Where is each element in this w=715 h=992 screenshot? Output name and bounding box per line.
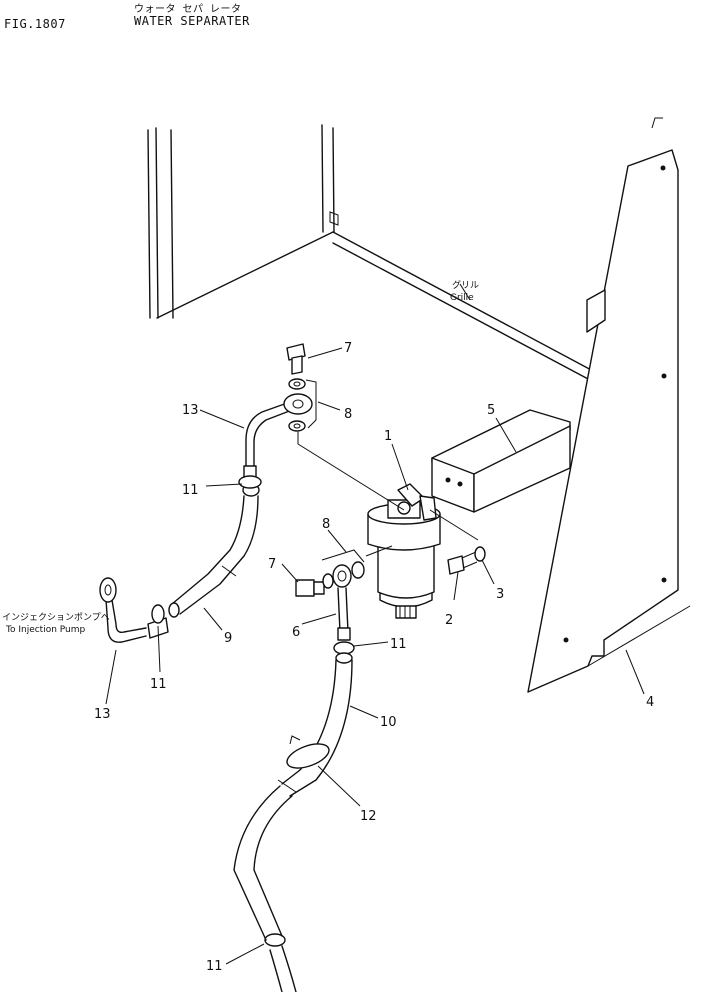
callout-9: 9	[224, 631, 232, 646]
callout-5: 5	[487, 403, 495, 418]
clamps	[151, 475, 355, 947]
callout-7-upper: 7	[344, 341, 352, 356]
water-separator	[367, 483, 441, 619]
callout-3: 3	[496, 587, 504, 602]
lower-banjo-pipe	[295, 545, 393, 641]
figure-title: WATER SEPARATER	[134, 14, 250, 28]
callout-11-middle: 11	[390, 637, 407, 652]
callout-6: 6	[292, 625, 300, 640]
side-plate	[527, 149, 691, 693]
hose-clamp-12	[286, 735, 330, 769]
callout-13-upper: 13	[182, 403, 199, 418]
callout-8-upper: 8	[344, 407, 352, 422]
callout-2: 2	[445, 613, 453, 628]
leader-lines	[105, 283, 645, 965]
pump-label: To Injection Pump	[5, 625, 86, 635]
callout-11-bottom: 11	[206, 959, 223, 974]
callout-4: 4	[646, 695, 654, 710]
hose-9	[168, 483, 260, 618]
upper-banjo-pipe	[243, 393, 313, 479]
callout-13-lower: 13	[94, 707, 111, 722]
figure-number: FIG.1807	[4, 17, 66, 31]
injection-pump-pipe	[99, 577, 169, 643]
grille-label-japanese: グリル	[452, 279, 479, 291]
callout-12: 12	[360, 809, 377, 824]
mounting-bolt	[429, 509, 486, 575]
callout-11-left: 11	[150, 677, 167, 692]
upper-bolt-and-washers	[286, 343, 405, 511]
grille-frame	[147, 117, 663, 381]
callout-10: 10	[380, 715, 397, 730]
callout-1: 1	[384, 429, 392, 444]
pump-label-japanese: インジェクションポンプへ	[2, 612, 110, 623]
callout-11-upper: 11	[182, 483, 199, 498]
callout-7-lower: 7	[268, 557, 276, 572]
hose-10	[233, 652, 353, 992]
grille-label: Grille	[450, 293, 474, 303]
bracket	[431, 409, 571, 513]
figure-title-japanese: ウォータ セパ レータ	[134, 4, 242, 15]
callout-8-lower: 8	[322, 517, 330, 532]
